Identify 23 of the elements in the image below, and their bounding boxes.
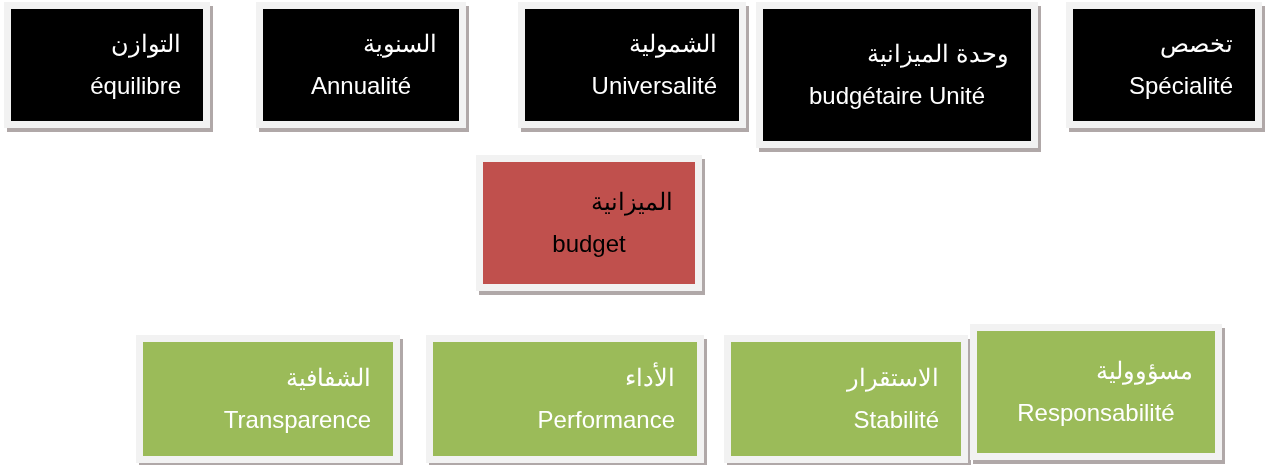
french-term: Spécialité <box>1127 72 1233 100</box>
french-term: Performance <box>536 406 675 434</box>
arabic-term: تخصص <box>1159 30 1233 58</box>
arabic-term: وحدة الميزانية <box>866 40 1009 68</box>
french-term: budget <box>551 230 627 258</box>
concept-box <box>426 335 704 463</box>
french-term: Transparence <box>222 406 371 434</box>
arabic-term: الشمولية <box>628 30 717 58</box>
arabic-term: التوازن <box>110 30 181 58</box>
arabic-term: الأداء <box>624 364 675 392</box>
concept-box <box>136 335 400 463</box>
french-term: Responsabilité <box>1016 399 1176 427</box>
french-term: Annualité <box>309 72 413 100</box>
french-term: budgétaire Unité <box>807 82 987 110</box>
arabic-term: الشفافية <box>285 364 371 392</box>
french-term: équilibre <box>89 72 181 100</box>
arabic-term: مسؤوولية <box>1095 357 1193 385</box>
concept-box <box>724 335 968 463</box>
arabic-term: الميزانية <box>590 188 673 216</box>
arabic-term: الاستقرار <box>845 364 939 392</box>
french-term: Universalité <box>590 72 717 100</box>
french-term: Stabilité <box>852 406 939 434</box>
arabic-term: السنوية <box>362 30 437 58</box>
